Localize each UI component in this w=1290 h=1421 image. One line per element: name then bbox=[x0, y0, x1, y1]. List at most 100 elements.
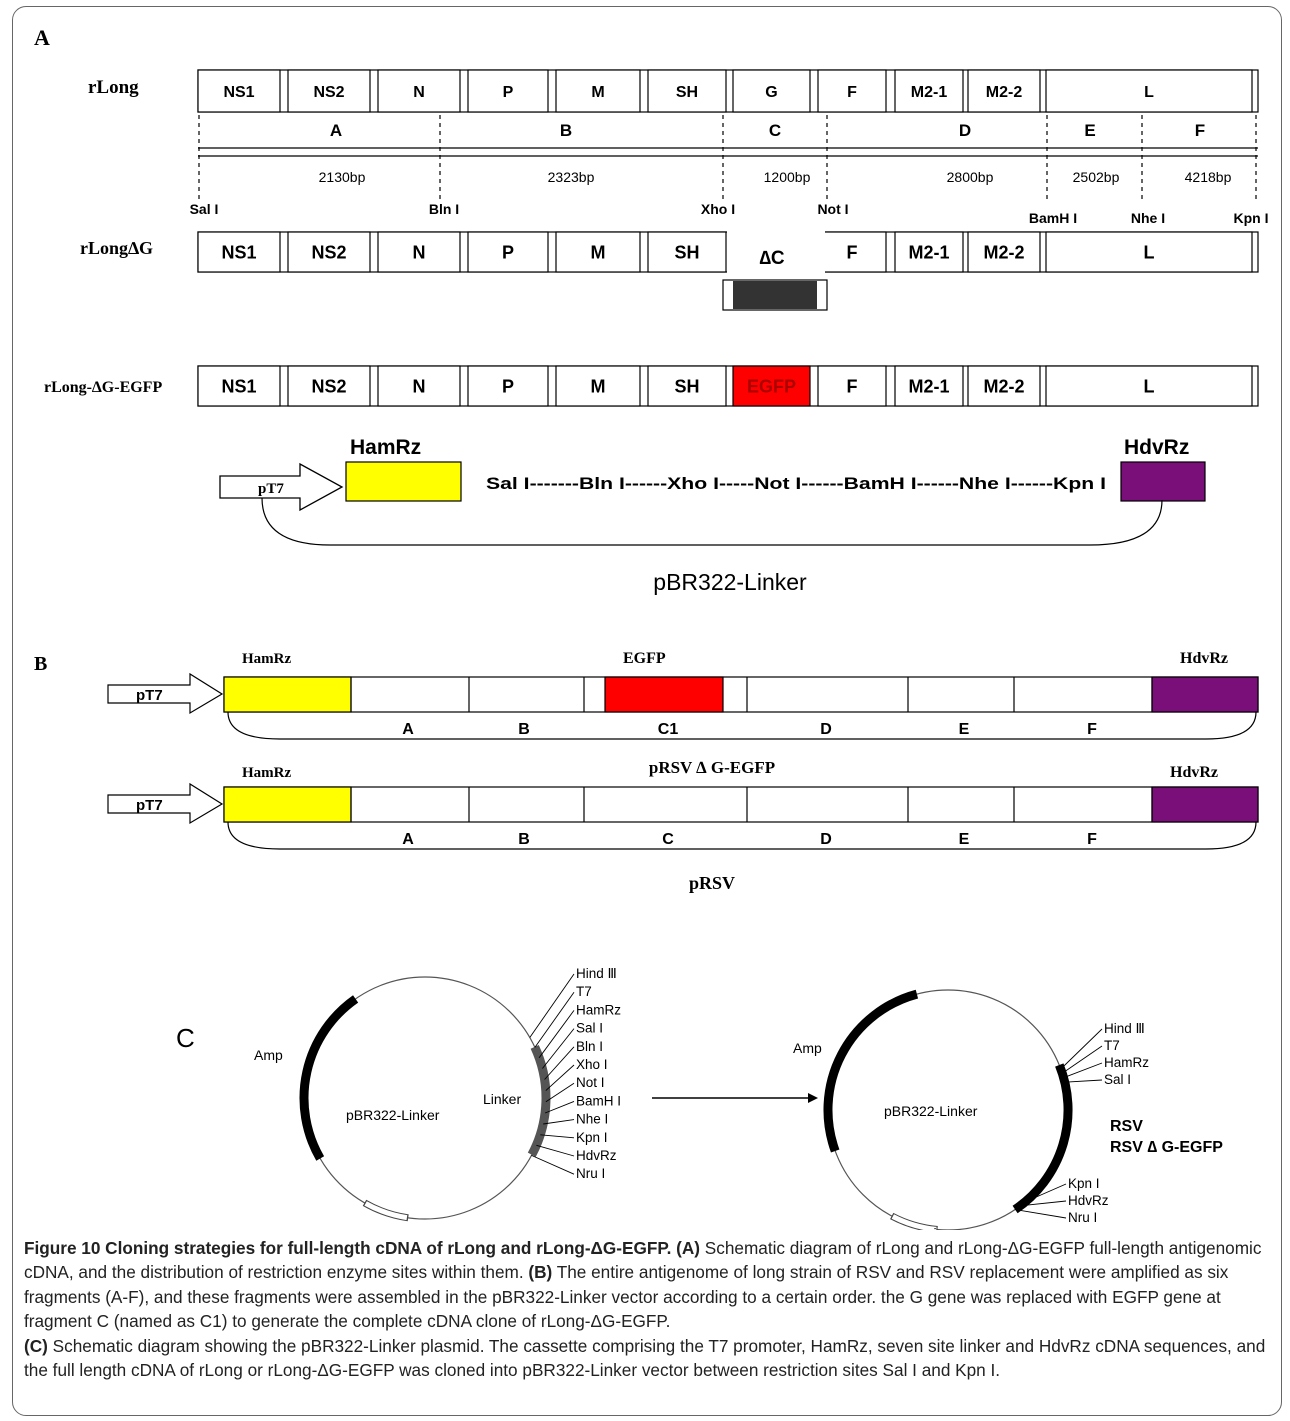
right-site-top-label-2: HamRz bbox=[1104, 1055, 1149, 1070]
right-site-top-line-1 bbox=[1062, 1045, 1103, 1074]
right-ori-arc-inner bbox=[891, 1214, 937, 1230]
rlongegfp-row-gene-0: NS1 bbox=[221, 376, 256, 396]
rlongegfp-row-gene-7: F bbox=[847, 376, 858, 396]
left-site-line-10 bbox=[536, 1144, 575, 1157]
left-ori-arc-inner bbox=[364, 1201, 408, 1221]
left-site-label-10: HdvRz bbox=[576, 1148, 617, 1163]
b-bottom-pt7-arrow bbox=[107, 782, 224, 825]
left-site-line-4 bbox=[544, 1046, 575, 1080]
rlongdg-row-gene-5: SH bbox=[674, 242, 699, 262]
panel-a-label: A bbox=[34, 25, 50, 50]
fragment-label-E: E bbox=[1084, 121, 1095, 140]
caption-a-label: (A) bbox=[676, 1238, 700, 1258]
rlong-row-segment-9 bbox=[967, 69, 1041, 113]
fragment-size-0: 2130bp bbox=[319, 169, 366, 185]
left-site-line-5 bbox=[545, 1064, 575, 1091]
figure-frame bbox=[12, 6, 1282, 1416]
rlong-row-segment-6 bbox=[732, 69, 811, 113]
rlong-row-gene-3: P bbox=[503, 84, 514, 101]
b-bottom-fragment-A: A bbox=[402, 831, 414, 848]
b-top-fragment-F: F bbox=[1087, 721, 1097, 738]
right-site-top-line-3 bbox=[1064, 1079, 1103, 1083]
b-top-fragment-B: B bbox=[518, 721, 530, 738]
fragment-label-A: A bbox=[330, 121, 342, 140]
cassette-pt7-label: pT7 bbox=[258, 481, 284, 497]
fragment-boundaries bbox=[198, 115, 1257, 202]
deletion-delta-c-label: ∆C bbox=[759, 248, 785, 269]
right-site-top-label-3: Sal I bbox=[1104, 1072, 1131, 1087]
b-bottom-fragment-D: D bbox=[820, 831, 832, 848]
b-bottom-fragment-C: C bbox=[662, 831, 674, 848]
site-label-kpni: Kpn I bbox=[1234, 210, 1269, 226]
fragment-size-5: 4218bp bbox=[1185, 169, 1232, 185]
left-site-line-0 bbox=[529, 973, 575, 1038]
right-plasmid-name: pBR322-Linker bbox=[884, 1103, 978, 1119]
b-top-backbone bbox=[227, 711, 1257, 740]
rlong-row-segment-10 bbox=[1045, 69, 1253, 113]
rlongegfp-row-gene-5: SH bbox=[674, 376, 699, 396]
rlong-dg-egfp-label: rLong-∆G-EGFP bbox=[44, 379, 162, 396]
rlongegfp-row-segment-7 bbox=[817, 365, 887, 407]
left-site-label-0: Hind Ⅲ bbox=[576, 966, 617, 981]
rlong-row-segment-2 bbox=[377, 69, 461, 113]
figure-caption: Figure 10 Cloning strategies for full-le… bbox=[24, 1236, 1268, 1382]
rlongdg-row-gene-7: F bbox=[847, 242, 858, 262]
b-bottom-fragment-F: F bbox=[1087, 831, 1097, 848]
rlongdg-row-gene-0: NS1 bbox=[221, 242, 256, 262]
fragment-size-3: 2800bp bbox=[947, 169, 994, 185]
rlongdg-row-gene-1: NS2 bbox=[311, 242, 346, 262]
right-site-bottom-label-0: Kpn I bbox=[1068, 1176, 1100, 1191]
right-insert-arc bbox=[1012, 1063, 1073, 1214]
cassette-hdvrz-box bbox=[1120, 461, 1206, 502]
rlongdg-row-segment-3 bbox=[467, 231, 549, 273]
left-site-line-6 bbox=[545, 1082, 575, 1103]
rlongegfp-row-segment-8 bbox=[894, 365, 964, 407]
site-label-nhei: Nhe I bbox=[1131, 210, 1165, 226]
caption-c-text: Schematic diagram showing the pBR322-Lin… bbox=[24, 1335, 1266, 1381]
rlongegfp-row-segment-1 bbox=[287, 365, 371, 407]
b-top-name: pRSV ∆ G-EGFP bbox=[649, 758, 775, 777]
fragment-label-F: F bbox=[1195, 121, 1205, 140]
rlongdg-row-gene-9: M2-2 bbox=[983, 242, 1024, 262]
left-site-label-4: Bln I bbox=[576, 1039, 603, 1054]
right-amp-label: Amp bbox=[793, 1040, 822, 1056]
rlong-dg-label: rLong∆G bbox=[80, 238, 153, 258]
rlong-row-gene-8: M2-1 bbox=[911, 84, 948, 101]
left-site-label-7: BamH I bbox=[576, 1093, 621, 1108]
b-top-hdvrz-box bbox=[1151, 676, 1259, 713]
cassette-pt7-arrow bbox=[219, 462, 344, 512]
rlongdg-row-segment-0 bbox=[197, 231, 281, 273]
left-site-line-2 bbox=[538, 1010, 575, 1059]
fragment-size-4: 2502bp bbox=[1073, 169, 1120, 185]
b-top-hdvrz-label: HdvRz bbox=[1180, 650, 1228, 667]
rlongdg-row-gene-2: N bbox=[413, 242, 426, 262]
right-site-bottom-label-1: HdvRz bbox=[1068, 1193, 1109, 1208]
right-ori-label: ori bbox=[921, 1225, 937, 1230]
cassette-vector-name: pBR322-Linker bbox=[653, 569, 807, 595]
deletion-gap bbox=[727, 231, 825, 274]
rlong-row-gene-9: M2-2 bbox=[986, 84, 1023, 101]
rlongegfp-row-segment-2 bbox=[377, 365, 461, 407]
caption-a-text: Schematic diagram of rLong and rLong-ΔG-… bbox=[24, 1238, 1262, 1283]
b-top-fragment-E: E bbox=[959, 721, 970, 738]
left-plasmid-name: pBR322-Linker bbox=[346, 1107, 440, 1123]
cassette-linker-sites: Sal I-------Bln I------Xho I-----Not I--… bbox=[486, 474, 1106, 493]
left-site-label-9: Kpn I bbox=[576, 1130, 608, 1145]
left-linker-arc bbox=[527, 1045, 551, 1157]
rlongdg-row-segment-5 bbox=[647, 231, 727, 273]
b-top-pt7-label: pT7 bbox=[136, 687, 163, 704]
right-site-bottom-line-0 bbox=[1024, 1183, 1067, 1203]
right-site-top-label-0: Hind Ⅲ bbox=[1104, 1021, 1145, 1036]
left-site-line-1 bbox=[534, 991, 575, 1048]
b-top-outline bbox=[223, 676, 1259, 713]
left-site-label-6: Not I bbox=[576, 1075, 605, 1090]
rlongdg-row-segment-8 bbox=[894, 231, 964, 273]
fragment-size-1: 2323bp bbox=[548, 169, 595, 185]
rlongegfp-row-gene-9: M2-2 bbox=[983, 376, 1024, 396]
rlong-row-gene-5: SH bbox=[676, 84, 698, 101]
rlong-row-gene-1: NS2 bbox=[313, 84, 344, 101]
left-site-line-9 bbox=[540, 1134, 575, 1139]
